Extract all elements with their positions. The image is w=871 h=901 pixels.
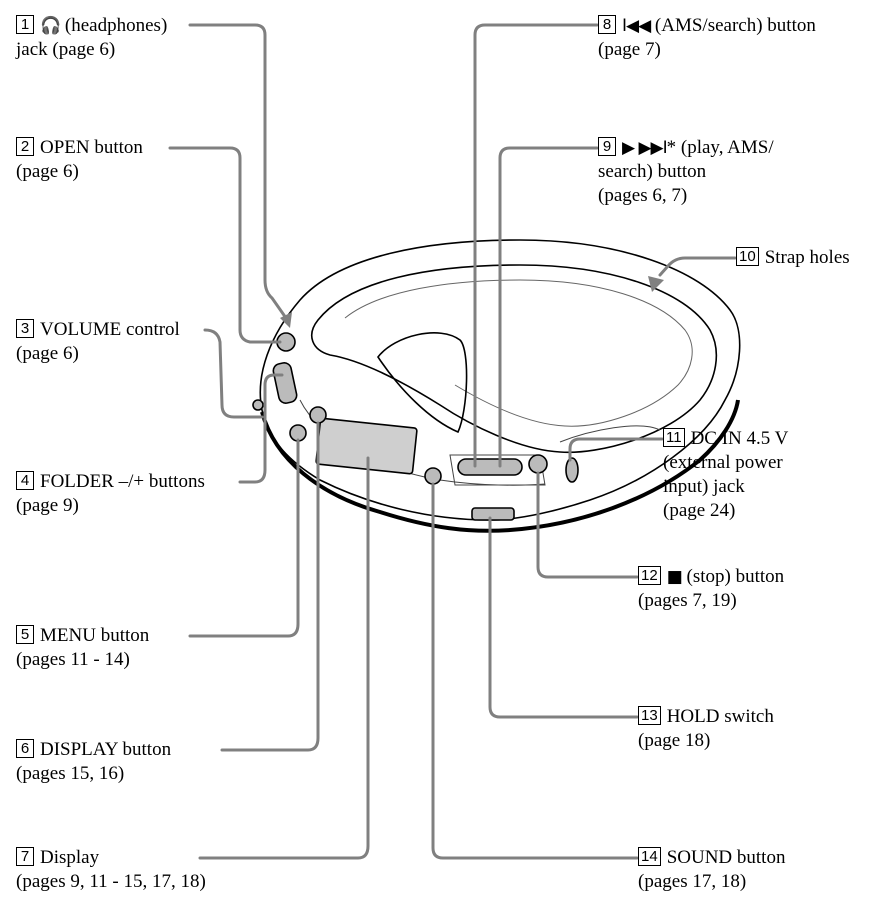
leader-9 <box>498 146 599 468</box>
leader-7 <box>198 456 370 860</box>
callout-9-text: * (play, AMS/ <box>666 137 774 158</box>
leader-14 <box>431 482 639 860</box>
dc-in-jack-shape <box>565 457 579 483</box>
callout-13-text: HOLD switch <box>666 706 774 727</box>
callout-11-text-4: (page 24) <box>663 500 736 521</box>
callout-3-text: VOLUME control <box>40 319 180 340</box>
callout-13: 13 HOLD switch (page 18) <box>638 705 774 753</box>
callout-4: 4 FOLDER –/+ buttons (page 9) <box>16 470 205 518</box>
callout-5-text-2: (pages 11 - 14) <box>16 649 130 670</box>
callout-8: 8 I◀◀ (AMS/search) button (page 7) <box>598 14 816 62</box>
callout-14-number: 14 <box>638 847 661 866</box>
callout-2: 2 OPEN button (page 6) <box>16 136 143 184</box>
callout-4-text: FOLDER –/+ buttons <box>40 471 205 492</box>
stop-icon: ■ <box>666 567 683 587</box>
hold-switch-shape <box>471 507 515 521</box>
callout-14-text: SOUND button <box>666 847 786 868</box>
stop-button-shape <box>528 454 548 474</box>
callout-8-text-2: (page 7) <box>598 39 661 60</box>
callout-4-number: 4 <box>16 471 34 490</box>
callout-1: 1 🎧 (headphones) jack (page 6) <box>16 14 167 62</box>
callout-12-number: 12 <box>638 566 661 585</box>
callout-1-text-2: jack (page 6) <box>16 39 116 60</box>
headphones-icon: 🎧 <box>40 16 61 36</box>
leader-5 <box>188 438 300 638</box>
callout-7-text: Display <box>40 847 100 868</box>
callout-7-number: 7 <box>16 847 34 866</box>
callout-8-text: (AMS/search) button <box>654 15 816 36</box>
callout-9-text-2: search) button <box>598 161 707 182</box>
leader-3 <box>203 328 264 419</box>
callout-10-number: 10 <box>736 247 759 266</box>
leader-2 <box>168 146 282 344</box>
callout-9-number: 9 <box>598 137 616 156</box>
lid-notch <box>377 332 468 434</box>
callout-11: 11 DC IN 4.5 V (external power input) jac… <box>663 427 788 523</box>
callout-6: 6 DISPLAY button (pages 15, 16) <box>16 738 171 786</box>
callout-11-text: DC IN 4.5 V <box>690 428 789 449</box>
arrow-10 <box>648 276 664 292</box>
callout-13-text-2: (page 18) <box>638 730 711 751</box>
callout-7: 7 Display (pages 9, 11 - 15, 17, 18) <box>16 846 206 894</box>
volume-control-shape <box>272 362 298 404</box>
callout-14: 14 SOUND button (pages 17, 18) <box>638 846 785 894</box>
callout-12: 12 ■ (stop) button (pages 7, 19) <box>638 565 784 613</box>
callout-11-text-3: input) jack <box>663 476 745 497</box>
callout-13-number: 13 <box>638 706 661 725</box>
leader-10 <box>658 256 737 277</box>
arrow-1 <box>280 312 292 328</box>
callout-11-text-2: (external power <box>663 452 783 473</box>
callout-12-text-2: (pages 7, 19) <box>638 590 737 611</box>
leader-1 <box>188 23 288 320</box>
lid-inner-ring <box>344 279 693 427</box>
lid-outer-ring <box>310 264 718 454</box>
callout-5-text: MENU button <box>40 625 150 646</box>
headphones-jack-shape <box>252 399 264 411</box>
callout-6-text: DISPLAY button <box>40 739 172 760</box>
leader-11 <box>568 437 664 462</box>
callout-12-text: (stop) button <box>686 566 785 587</box>
callout-3: 3 VOLUME control (page 6) <box>16 318 180 366</box>
callout-8-number: 8 <box>598 15 616 34</box>
display-button-shape <box>309 406 327 424</box>
leader-6 <box>220 421 320 752</box>
callout-10: 10 Strap holes <box>736 246 850 270</box>
sound-button-shape <box>424 467 442 485</box>
callout-6-number: 6 <box>16 739 34 758</box>
leader-4 <box>238 373 284 484</box>
display-window <box>315 417 418 475</box>
callout-3-number: 3 <box>16 319 34 338</box>
previous-track-icon: I◀◀ <box>622 16 651 36</box>
callout-2-text-2: (page 6) <box>16 161 79 182</box>
callout-1-number: 1 <box>16 15 34 34</box>
callout-3-text-2: (page 6) <box>16 343 79 364</box>
callout-11-number: 11 <box>663 428 685 447</box>
callout-9-text-3: (pages 6, 7) <box>598 185 688 206</box>
callout-10-text: Strap holes <box>764 247 850 268</box>
callout-4-text-2: (page 9) <box>16 495 79 516</box>
callout-5: 5 MENU button (pages 11 - 14) <box>16 624 149 672</box>
callout-5-number: 5 <box>16 625 34 644</box>
callout-6-text-2: (pages 15, 16) <box>16 763 125 784</box>
ams-button-bar <box>457 458 523 476</box>
control-panel <box>449 454 546 486</box>
play-next-icon: ▶ ▶▶I <box>622 138 668 158</box>
leader-lines <box>168 23 737 860</box>
leader-8 <box>473 23 599 468</box>
callout-2-number: 2 <box>16 137 34 156</box>
callout-14-text-2: (pages 17, 18) <box>638 871 747 892</box>
leader-12 <box>536 471 639 579</box>
callout-2-text: OPEN button <box>40 137 143 158</box>
side-panel <box>559 425 661 443</box>
leader-13 <box>488 516 639 719</box>
callout-1-text: (headphones) <box>64 15 168 36</box>
callout-9: 9 ▶ ▶▶I* (play, AMS/ search) button (page… <box>598 136 774 208</box>
callout-7-text-2: (pages 9, 11 - 15, 17, 18) <box>16 871 206 892</box>
